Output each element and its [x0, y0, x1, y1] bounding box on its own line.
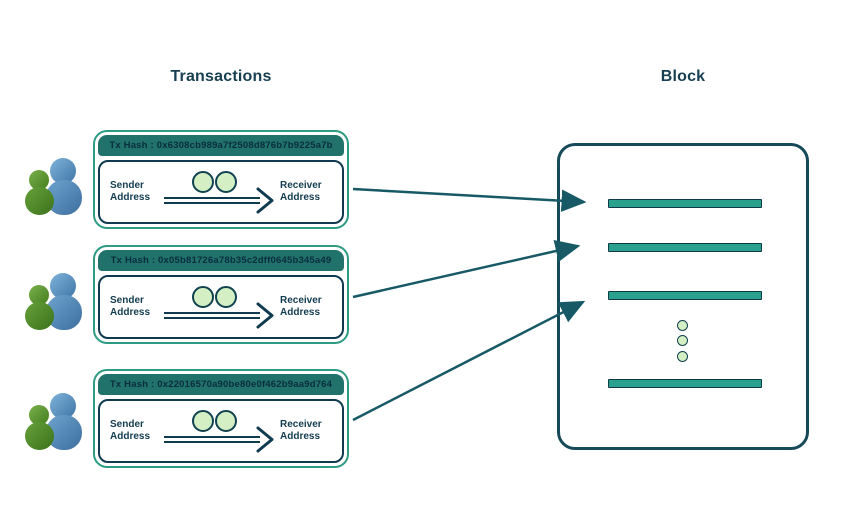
ellipsis-dot-icon — [677, 351, 688, 362]
transaction-card: Tx Hash : 0x22016570a90be80e0f462b9aa9d7… — [93, 369, 349, 468]
block-title: Block — [660, 68, 706, 85]
transfer-arrow-icon — [162, 285, 280, 329]
users-icon — [22, 156, 88, 215]
block-tx-slot — [608, 291, 762, 300]
tx-detail-box: Sender Address Receiver Address — [98, 160, 344, 224]
receiver-address-label: Receiver Address — [280, 295, 322, 318]
block-tx-slot — [608, 243, 762, 252]
block-tx-slot — [608, 199, 762, 208]
tx-detail-box: Sender Address Receiver Address — [98, 399, 344, 463]
transaction-card: Tx Hash : 0x05b81726a78b35c2dff0645b345a… — [93, 245, 349, 344]
tx-hash-label: Tx Hash : 0x6308cb989a7f2508d876b7b9225a… — [98, 135, 344, 156]
receiver-address-label: Receiver Address — [280, 419, 322, 442]
sender-address-label: Sender Address — [110, 180, 151, 203]
sender-address-label: Sender Address — [110, 419, 151, 442]
tx-hash-label: Tx Hash : 0x22016570a90be80e0f462b9aa9d7… — [98, 374, 344, 395]
tx-detail-box: Sender Address Receiver Address — [98, 275, 344, 339]
transfer-arrow-icon — [162, 170, 280, 214]
users-icon — [22, 271, 88, 330]
block-tx-slot — [608, 379, 762, 388]
receiver-address-label: Receiver Address — [280, 180, 322, 203]
sender-address-label: Sender Address — [110, 295, 151, 318]
tx-hash-label: Tx Hash : 0x05b81726a78b35c2dff0645b345a… — [98, 250, 344, 271]
ellipsis-dot-icon — [677, 320, 688, 331]
ellipsis-dot-icon — [677, 335, 688, 346]
transactions-title: Transactions — [170, 68, 272, 85]
transaction-card: Tx Hash : 0x6308cb989a7f2508d876b7b9225a… — [93, 130, 349, 229]
transfer-arrow-icon — [162, 409, 280, 453]
users-icon — [22, 391, 88, 450]
block-container — [557, 143, 809, 450]
